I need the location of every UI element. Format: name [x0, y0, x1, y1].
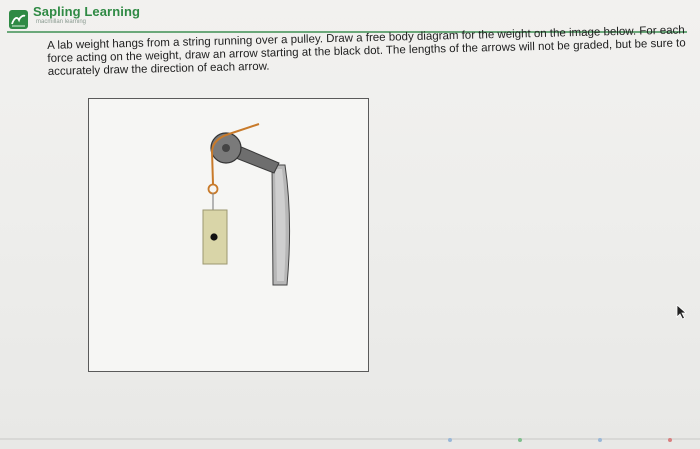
- pulley-scene: [202, 123, 291, 286]
- string: [210, 123, 260, 185]
- sapling-logo-icon: [9, 10, 28, 29]
- header-divider: [7, 31, 687, 33]
- arrow-pointer-icon: [676, 304, 688, 320]
- footer-decoration: [448, 438, 672, 442]
- brand-name[interactable]: Sapling Learning: [33, 4, 141, 19]
- pulley-hub: [222, 144, 230, 152]
- hook-ring: [207, 183, 219, 195]
- drawing-canvas[interactable]: [88, 98, 369, 372]
- brand-subtitle: macmillan learning: [36, 19, 87, 25]
- header: Sapling Learning macmillan learning: [0, 0, 700, 34]
- footer-divider: [0, 438, 700, 440]
- support-stand-shade: [275, 169, 286, 281]
- black-dot[interactable]: [210, 233, 218, 241]
